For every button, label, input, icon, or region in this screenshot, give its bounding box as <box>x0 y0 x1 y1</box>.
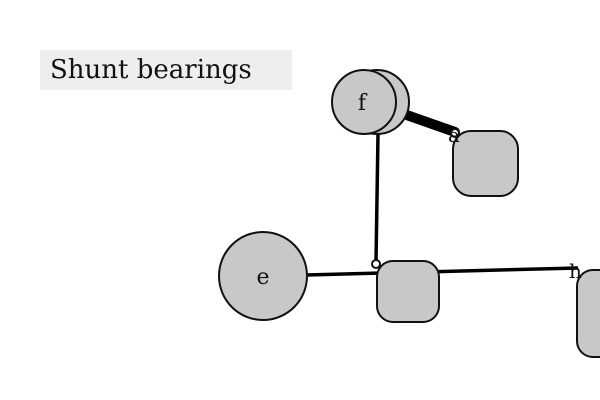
port-marker-center <box>371 259 381 269</box>
port-label-h: h <box>569 259 582 283</box>
edge-f-to-upper-box <box>393 107 460 137</box>
node-f[interactable]: f <box>331 69 410 135</box>
node-right-box[interactable] <box>576 269 600 358</box>
port-marker-a <box>450 128 460 138</box>
node-e-circle <box>218 231 308 321</box>
port-label-a: a <box>448 123 460 147</box>
node-e-label: e <box>256 265 269 290</box>
node-f-label: f <box>358 91 368 116</box>
diagram-title: Shunt bearings <box>40 50 292 90</box>
edge-f-to-center-box <box>374 133 380 263</box>
node-e[interactable]: e <box>218 231 308 321</box>
edge-e-to-right-box <box>305 266 579 277</box>
node-center-box[interactable] <box>376 260 440 323</box>
node-upper-box[interactable] <box>452 130 519 197</box>
node-f-circle <box>331 69 397 135</box>
